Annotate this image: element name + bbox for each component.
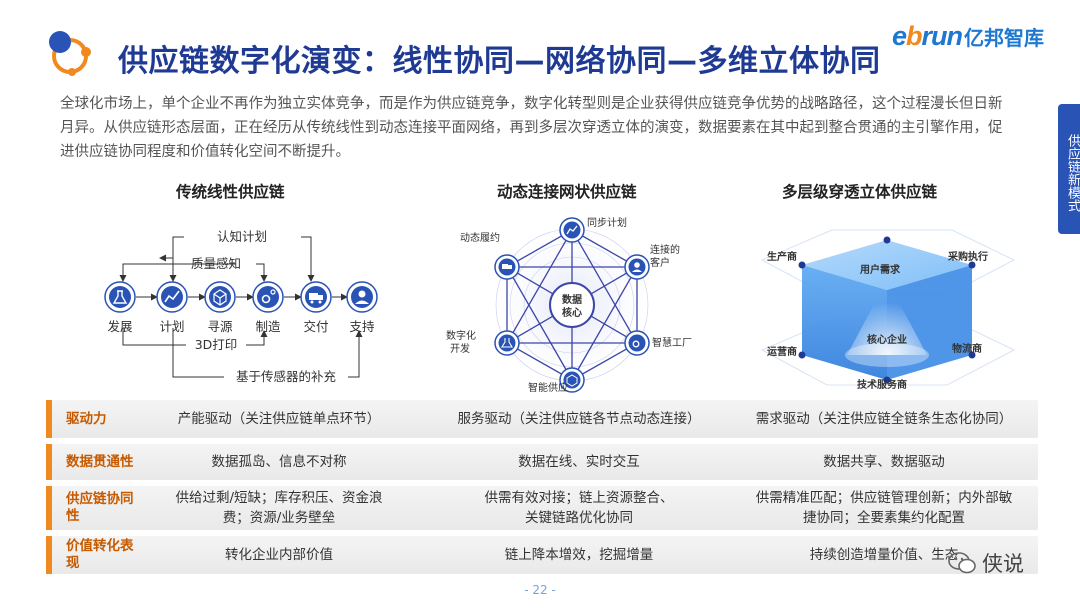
node-label-support: 支持 xyxy=(349,319,374,334)
row-accent-bar xyxy=(46,486,52,530)
table-cell: 供需有效对接；链上资源整合、关键链路优化协同 xyxy=(484,490,674,526)
table-row: 数据贯通性 数据孤岛、信息不对称 数据在线、实时交互 数据共享、数据驱动 xyxy=(46,444,1038,480)
table-cell: 转化企业内部价值 xyxy=(225,547,333,563)
node-label-develop: 发展 xyxy=(107,319,132,334)
linear-chain-title: 传统线性供应链 xyxy=(176,183,285,201)
network-node-icons xyxy=(494,217,650,393)
network-label-dynamic-fulfil: 动态履约 xyxy=(460,231,500,244)
cube-label-operator: 运营商 xyxy=(767,345,797,358)
linear-chain-diagram: 发展 计划 寻源 制造 交付 支持 认知计划 质量感知 3D打印 基于传感器的补… xyxy=(104,229,378,384)
node-support xyxy=(346,281,378,313)
row-accent-bar xyxy=(46,444,52,480)
brand-wordmark: ebrun xyxy=(891,20,963,51)
row-head: 价值转化表现 xyxy=(66,538,134,571)
node-label-source: 寻源 xyxy=(207,319,233,334)
table-cell: 数据孤岛、信息不对称 xyxy=(211,454,347,470)
network-chain-diagram: 数据 核心 同步计划 连接的 客户 智慧工厂 智能供应 数字化 开发 动态履约 xyxy=(446,216,692,394)
node-deliver xyxy=(300,281,332,313)
cube-label-user-demand: 用户需求 xyxy=(859,263,901,276)
cube-label-logistics: 物流商 xyxy=(952,342,982,355)
row-head: 供应链协同性 xyxy=(66,491,134,524)
row-head: 数据贯通性 xyxy=(66,453,134,470)
loop-label-3d-print: 3D打印 xyxy=(195,337,238,352)
node-plan xyxy=(156,281,188,313)
table-cell: 链上降本增效，挖掘增量 xyxy=(504,547,654,563)
brand-name: 亿邦智库 xyxy=(964,25,1044,50)
brand-logo: ebrun 亿邦智库 xyxy=(892,20,1044,52)
watermark: 侠说 xyxy=(948,548,1024,578)
page-number: - 22 - xyxy=(524,583,556,597)
table-cell: 持续创造增量价值、生态 xyxy=(809,547,959,563)
node-make xyxy=(252,281,284,313)
cube-label-tech-service: 技术服务商 xyxy=(857,378,907,391)
network-label-connected-customer-2: 客户 xyxy=(650,256,670,269)
table-row: 驱动力 产能驱动（关注供应链单点环节） 服务驱动（关注供应链各节点动态连接） 需… xyxy=(46,400,1038,438)
watermark-text: 侠说 xyxy=(982,552,1024,576)
table-cell: 数据在线、实时交互 xyxy=(518,454,640,470)
cube-chain-diagram: 核心企业 用户需求 生产商 采购执行 运营商 物流商 技术服务商 xyxy=(760,229,1016,391)
cube-label-producer: 生产商 xyxy=(767,250,797,263)
node-source xyxy=(204,281,236,313)
network-label-smart-supply: 智能供应 xyxy=(528,381,568,394)
table-row: 价值转化表现 转化企业内部价值 链上降本增效，挖掘增量 持续创造增量价值、生态 xyxy=(46,536,1038,574)
network-center-label-1: 数据 xyxy=(562,293,582,306)
node-label-deliver: 交付 xyxy=(303,319,328,334)
network-chain-title: 动态连接网状供应链 xyxy=(497,183,637,201)
cube-chain-title: 多层级穿透立体供应链 xyxy=(782,183,938,201)
cube-label-procurement: 采购执行 xyxy=(947,250,988,263)
network-label-sync-plan: 同步计划 xyxy=(587,216,627,229)
loop-label-cognitive-plan: 认知计划 xyxy=(217,229,267,244)
intro-paragraph: 全球化市场上，单个企业不再作为独立实体竞争，而是作为供应链竞争，数字化转型则是企… xyxy=(60,96,1003,160)
node-label-plan: 计划 xyxy=(159,319,184,334)
node-develop xyxy=(104,281,136,313)
logo-mark-icon xyxy=(49,31,91,76)
network-label-digital-dev-2: 开发 xyxy=(450,342,470,355)
network-center-label-2: 核心 xyxy=(562,306,582,319)
row-head: 驱动力 xyxy=(66,410,107,427)
table-cell: 供给过剩/短缺；库存积压、资金浪费；资源/业务壁垒 xyxy=(175,490,383,526)
row-accent-bar xyxy=(46,536,52,574)
side-tab[interactable]: 供应链新模式 xyxy=(1058,104,1080,234)
node-label-make: 制造 xyxy=(255,319,281,334)
page-title: 供应链数字化演变：线性协同—网络协同—多维立体协同 xyxy=(118,44,881,79)
table-cell: 供需精准匹配；供应链管理创新；内外部敏捷协同；全要素集约化配置 xyxy=(755,490,1013,526)
table-cell: 服务驱动（关注供应链各节点动态连接） xyxy=(457,411,701,427)
network-label-digital-dev-1: 数字化 xyxy=(446,329,476,342)
loop-label-sensor: 基于传感器的补充 xyxy=(236,369,336,384)
cube-core-label: 核心企业 xyxy=(867,333,907,346)
wechat-icon xyxy=(948,552,976,574)
network-label-connected-customer-1: 连接的 xyxy=(650,243,680,256)
network-label-smart-factory: 智慧工厂 xyxy=(652,336,692,349)
loop-label-quality: 质量感知 xyxy=(191,256,241,271)
table-cell: 产能驱动（关注供应链单点环节） xyxy=(177,411,381,427)
table-row: 供应链协同性 供给过剩/短缺；库存积压、资金浪费；资源/业务壁垒 供需有效对接；… xyxy=(46,486,1038,530)
comparison-table: 驱动力 产能驱动（关注供应链单点环节） 服务驱动（关注供应链各节点动态连接） 需… xyxy=(46,400,1038,580)
row-accent-bar xyxy=(46,400,52,438)
table-cell: 需求驱动（关注供应链全链条生态化协同） xyxy=(755,411,1013,427)
table-cell: 数据共享、数据驱动 xyxy=(823,454,945,470)
